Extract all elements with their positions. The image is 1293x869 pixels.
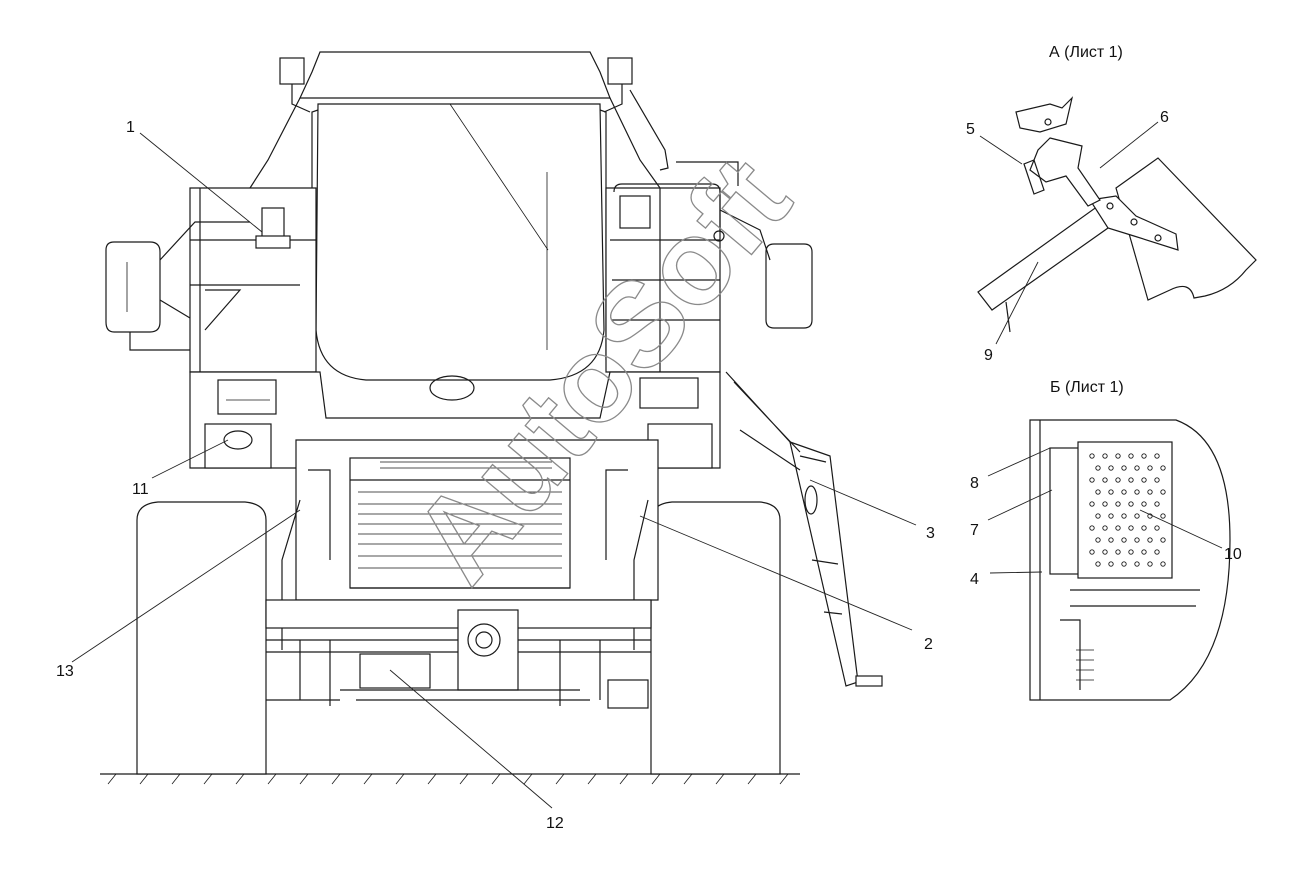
perforation-hole <box>1089 477 1095 483</box>
perforation-hole <box>1160 465 1166 471</box>
callout-9: 9 <box>984 347 993 364</box>
perforation-hole <box>1128 501 1134 507</box>
perforation-hole <box>1089 549 1095 555</box>
perforation-hole <box>1160 561 1166 567</box>
perforation-hole <box>1141 477 1147 483</box>
perforation-hole <box>1147 489 1153 495</box>
perforation-hole <box>1121 561 1127 567</box>
perforation-hole <box>1089 453 1095 459</box>
perforation-hole <box>1128 477 1134 483</box>
left-tire <box>136 501 267 775</box>
perforation-hole <box>1102 501 1108 507</box>
ground-line <box>100 773 800 785</box>
perforation-hole <box>1154 549 1160 555</box>
perforation-hole <box>1154 501 1160 507</box>
perforation-hole <box>1102 453 1108 459</box>
callout-1: 1 <box>126 119 135 136</box>
perforation-hole <box>1154 477 1160 483</box>
perforation-hole <box>1141 501 1147 507</box>
perforation-hole <box>1154 525 1160 531</box>
perforation-hole <box>1108 465 1114 471</box>
perforation-hole <box>1128 549 1134 555</box>
callout-7: 7 <box>970 522 979 539</box>
perforation-hole <box>1095 561 1101 567</box>
perforation-hole <box>1141 453 1147 459</box>
main-view-combine <box>100 51 883 785</box>
callout-2: 2 <box>924 636 933 653</box>
perforation-hole <box>1095 513 1101 519</box>
perforation-hole <box>1121 537 1127 543</box>
perforation-hole <box>1147 537 1153 543</box>
cab <box>249 51 669 381</box>
right-tire <box>650 501 781 775</box>
perforation-hole <box>1102 525 1108 531</box>
callout-3: 3 <box>926 525 935 542</box>
perforation-hole <box>1134 513 1140 519</box>
callouts: 1 2 3 4 5 6 7 8 9 10 11 12 13 <box>56 109 1242 832</box>
ladder <box>725 371 883 687</box>
perforation-hole <box>1121 513 1127 519</box>
perforation-hole <box>1115 525 1121 531</box>
perforation-hole <box>1134 537 1140 543</box>
callout-12: 12 <box>546 815 564 832</box>
perforation-hole <box>1115 477 1121 483</box>
callout-13: 13 <box>56 663 74 680</box>
callout-6: 6 <box>1160 109 1169 126</box>
perforated-panel-holes <box>1089 453 1166 567</box>
view-a-title: А (Лист 1) <box>1049 44 1123 61</box>
perforation-hole <box>1141 525 1147 531</box>
perforation-hole <box>1108 561 1114 567</box>
callout-8: 8 <box>970 475 979 492</box>
perforation-hole <box>1121 489 1127 495</box>
perforation-hole <box>1108 513 1114 519</box>
perforation-hole <box>1115 453 1121 459</box>
perforation-hole <box>1154 453 1160 459</box>
perforation-hole <box>1147 465 1153 471</box>
perforation-hole <box>1089 501 1095 507</box>
perforation-hole <box>1108 537 1114 543</box>
perforation-hole <box>1095 465 1101 471</box>
perforation-hole <box>1095 489 1101 495</box>
view-a: А (Лист 1) <box>977 44 1257 333</box>
perforation-hole <box>1108 489 1114 495</box>
perforation-hole <box>1089 525 1095 531</box>
perforation-hole <box>1128 525 1134 531</box>
perforation-hole <box>1115 549 1121 555</box>
radiator <box>281 439 659 650</box>
perforation-hole <box>1160 513 1166 519</box>
lower-frame <box>265 599 652 709</box>
perforation-hole <box>1141 549 1147 555</box>
perforation-hole <box>1134 465 1140 471</box>
callout-4: 4 <box>970 571 979 588</box>
view-b-title: Б (Лист 1) <box>1050 379 1124 396</box>
perforation-hole <box>1134 489 1140 495</box>
perforation-hole <box>1102 549 1108 555</box>
perforation-hole <box>1147 561 1153 567</box>
perforation-hole <box>1102 477 1108 483</box>
callout-10: 10 <box>1224 546 1242 563</box>
perforation-hole <box>1160 489 1166 495</box>
perforation-hole <box>1095 537 1101 543</box>
perforation-hole <box>1160 537 1166 543</box>
callout-11: 11 <box>132 481 149 498</box>
view-b: Б (Лист 1) <box>1029 379 1231 701</box>
callout-5: 5 <box>966 121 975 138</box>
perforation-hole <box>1134 561 1140 567</box>
perforation-hole <box>1128 453 1134 459</box>
perforation-hole <box>1115 501 1121 507</box>
perforation-hole <box>1121 465 1127 471</box>
